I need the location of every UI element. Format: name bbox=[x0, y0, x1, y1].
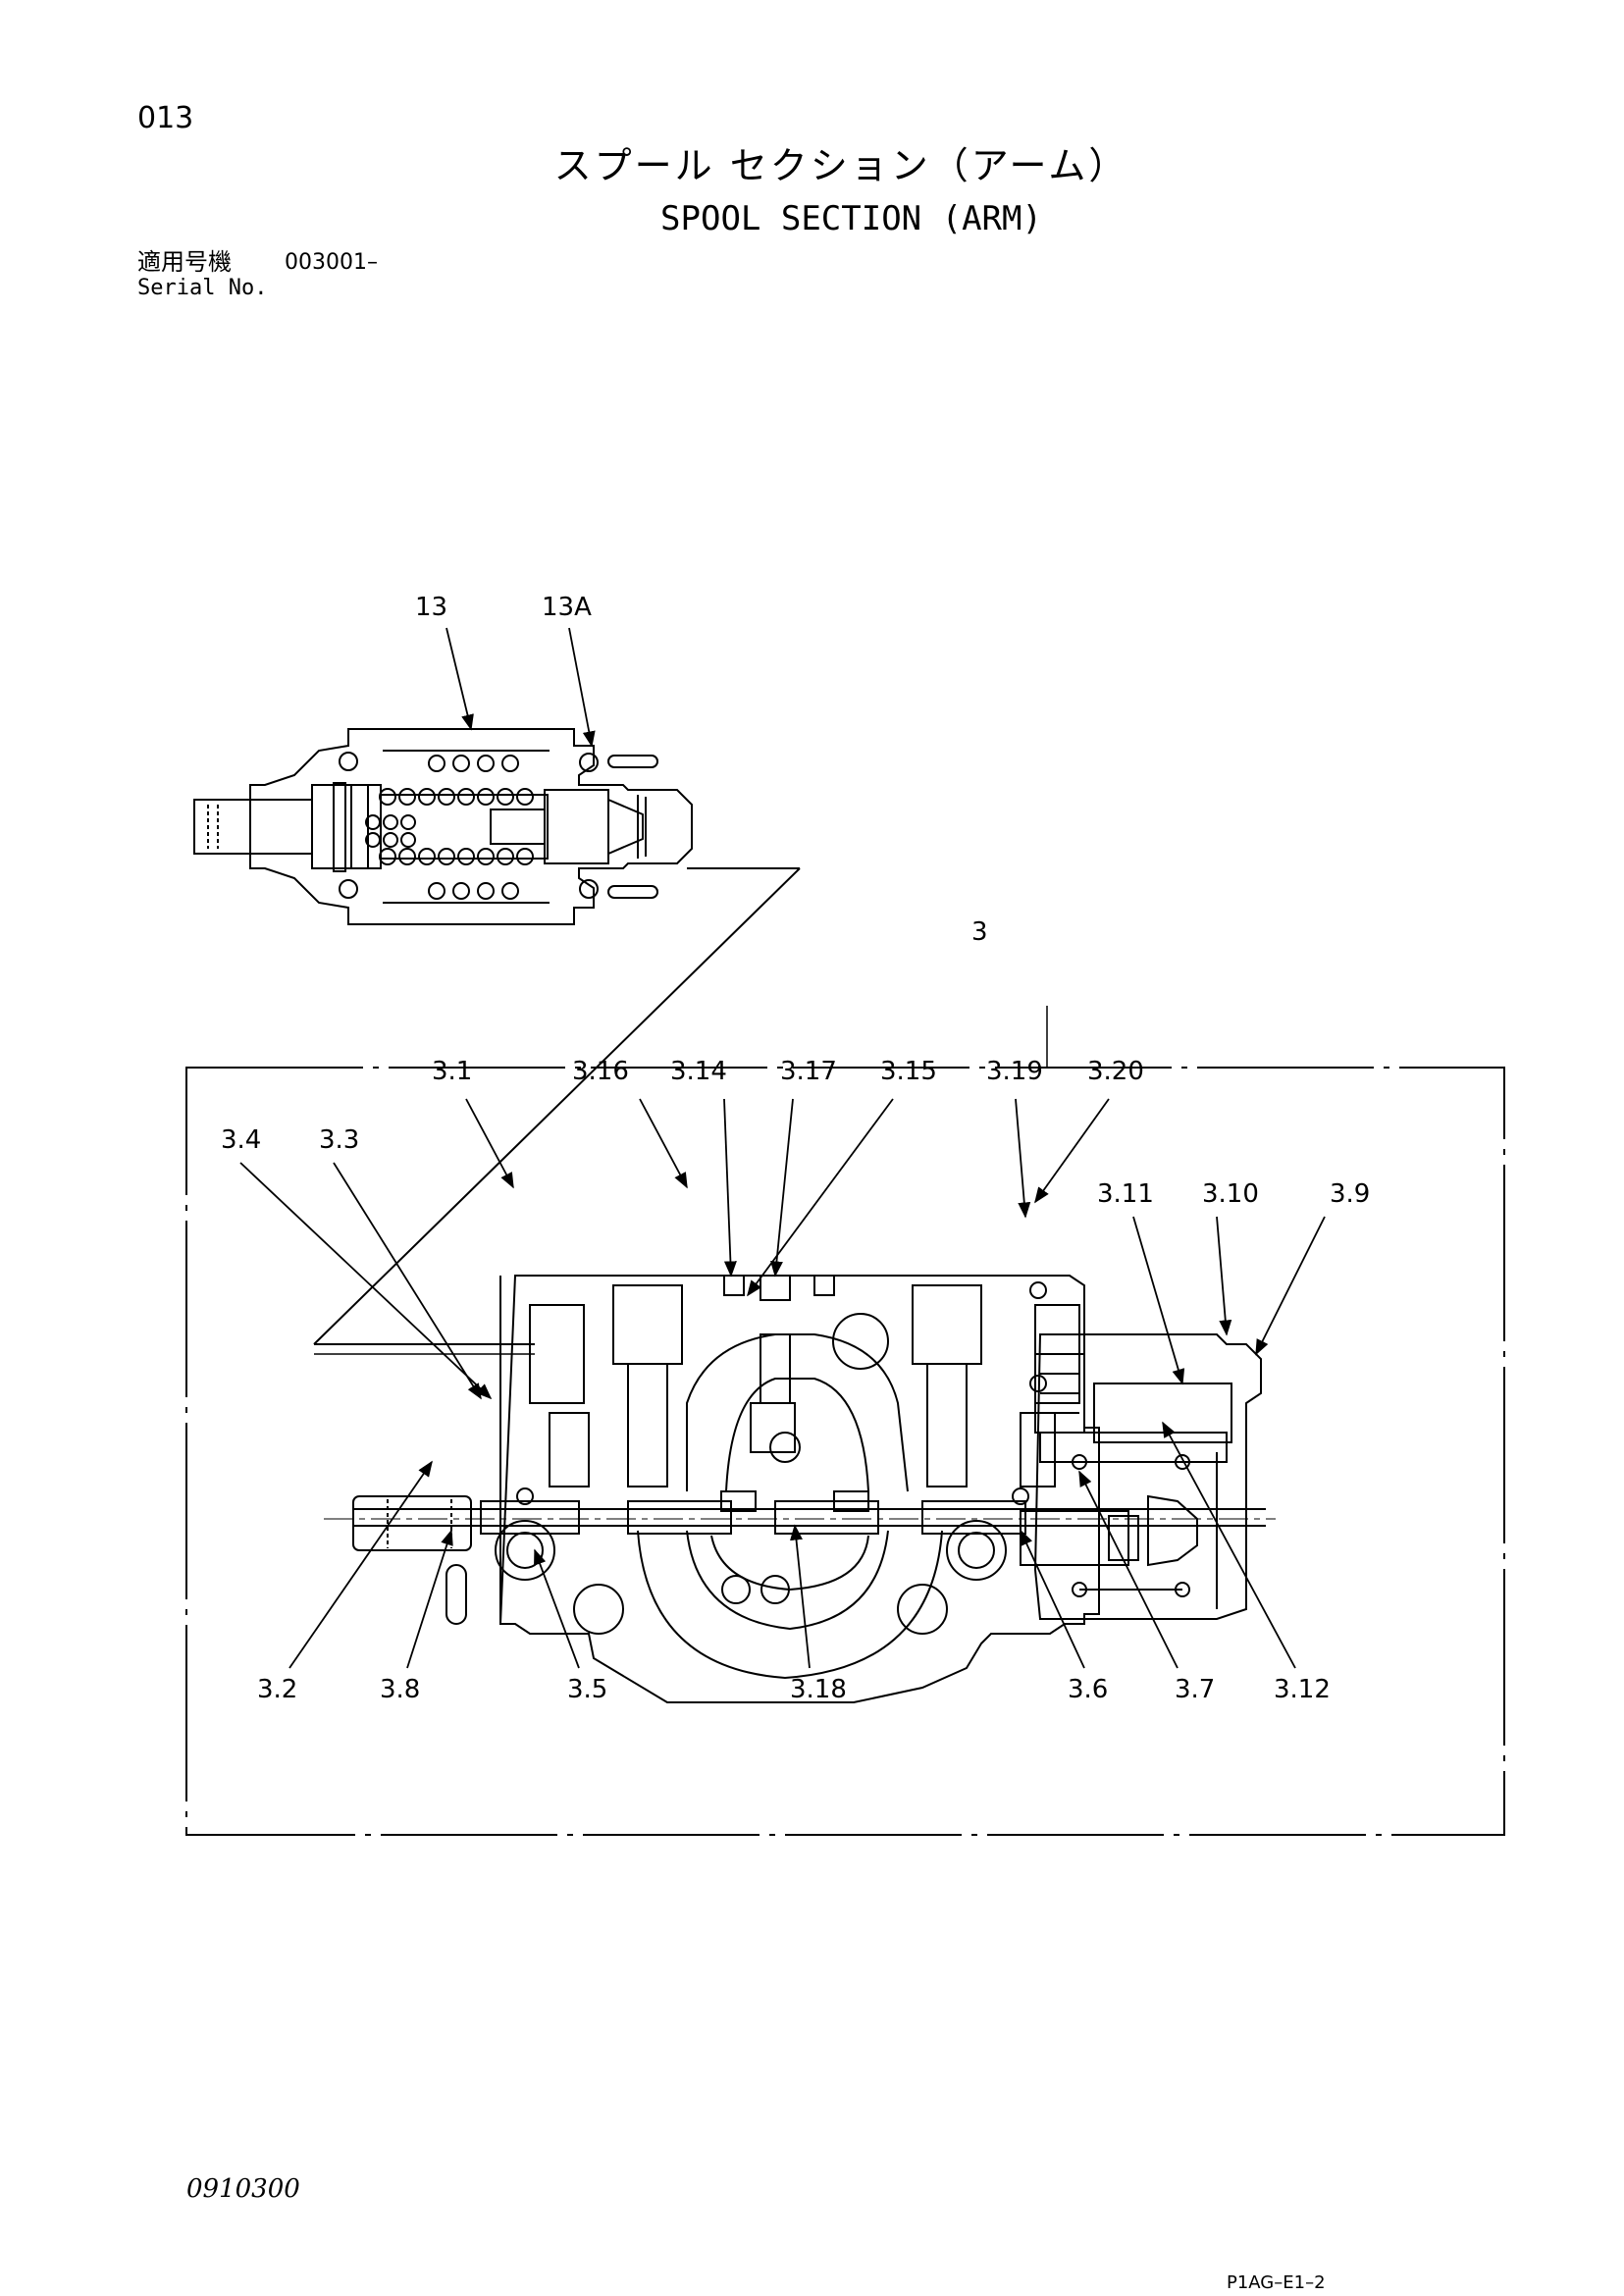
callout-13: 13 bbox=[415, 593, 447, 622]
callout-3-15: 3.15 bbox=[880, 1057, 937, 1086]
callout-3-4: 3.4 bbox=[221, 1125, 261, 1155]
callout-3-11: 3.11 bbox=[1097, 1179, 1154, 1209]
callout-3-12: 3.12 bbox=[1274, 1675, 1331, 1704]
callout-3-8: 3.8 bbox=[380, 1675, 420, 1704]
callout-13a: 13A bbox=[542, 593, 592, 622]
serial-label-english: Serial No. bbox=[137, 276, 268, 300]
callout-3-1: 3.1 bbox=[432, 1057, 472, 1086]
callout-3-5: 3.5 bbox=[567, 1675, 607, 1704]
callout-3-3: 3.3 bbox=[319, 1125, 359, 1155]
callout-3-18: 3.18 bbox=[790, 1675, 847, 1704]
serial-value: 003001– bbox=[285, 250, 378, 275]
callout-3-16: 3.16 bbox=[572, 1057, 629, 1086]
title-japanese: スプール セクション（アーム） bbox=[553, 144, 1129, 187]
spool-body bbox=[314, 1275, 1276, 1703]
callout-3-17: 3.17 bbox=[780, 1057, 837, 1086]
relief-valve-detail bbox=[193, 728, 693, 925]
callout-3-2: 3.2 bbox=[257, 1675, 297, 1704]
callout-labels: 13 13A 3 3.1 3.16 3.14 3.17 3.15 3.19 3.… bbox=[221, 593, 1370, 1704]
callout-3-10: 3.10 bbox=[1202, 1179, 1259, 1209]
section-frame bbox=[185, 1067, 1505, 1836]
callout-3-14: 3.14 bbox=[670, 1057, 727, 1086]
serial-label-japanese: 適用号機 bbox=[137, 248, 232, 276]
callout-3-6: 3.6 bbox=[1068, 1675, 1108, 1704]
callout-3: 3 bbox=[971, 917, 988, 947]
callout-3-9: 3.9 bbox=[1330, 1179, 1370, 1209]
sheet-code: P1AG–E1–2 bbox=[1227, 2272, 1326, 2293]
leader-lines bbox=[239, 627, 1326, 1669]
document-code: 0910300 bbox=[186, 2174, 300, 2204]
callout-3-7: 3.7 bbox=[1175, 1675, 1215, 1704]
page-number: 013 bbox=[137, 101, 194, 135]
callout-3-19: 3.19 bbox=[986, 1057, 1043, 1086]
callout-3-20: 3.20 bbox=[1087, 1057, 1144, 1086]
title-english: SPOOL SECTION (ARM) bbox=[660, 199, 1042, 238]
